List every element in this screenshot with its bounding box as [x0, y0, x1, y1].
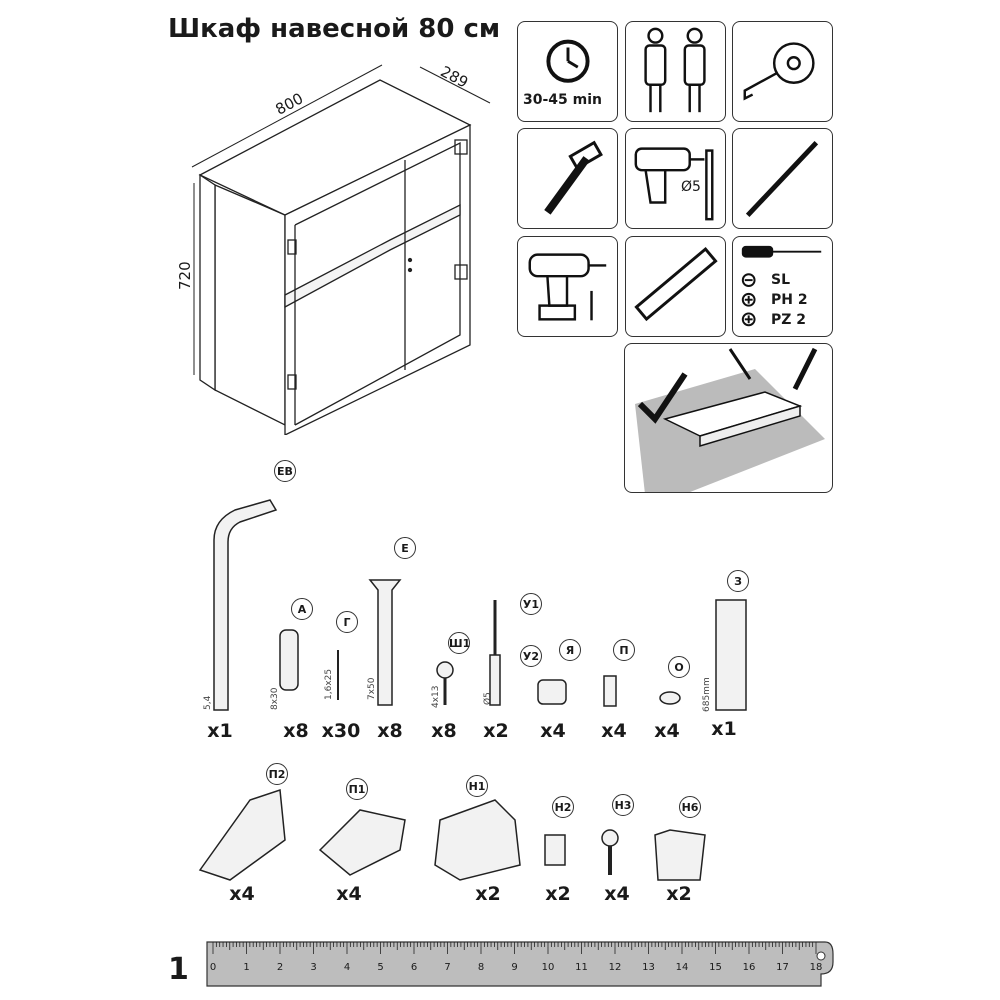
knife-icon	[792, 347, 818, 391]
unpacking-tile	[624, 343, 833, 493]
part-label-a: А	[291, 598, 313, 620]
part-qty-o: x4	[654, 720, 680, 742]
part-size-z: 685mm	[702, 677, 712, 712]
pencil-tile	[732, 128, 833, 229]
hardware-qty-n1: x2	[475, 883, 501, 905]
hardware-label-n2: Н2	[552, 796, 574, 818]
bit-ph2: PH 2	[771, 292, 808, 308]
part-size-sh1: 4x13	[431, 685, 441, 708]
page-number: 1	[168, 952, 189, 987]
ruler-label: 14	[675, 962, 689, 973]
cordless-drill-tile	[517, 236, 618, 337]
part-label-ev: ЕВ	[274, 460, 296, 482]
ruler-label: 10	[541, 962, 555, 973]
cabinet-drawing	[191, 64, 491, 435]
part-label-u1: У1	[520, 593, 542, 615]
hardware-qty-n3: x4	[604, 883, 630, 905]
hardware-label-p1: П1	[346, 778, 368, 800]
hardware-qty-p1: x4	[336, 883, 362, 905]
part-label-e: Е	[394, 537, 416, 559]
bit-sl: SL	[771, 272, 791, 288]
dimension-height: 720	[176, 261, 194, 290]
bit-pz2: PZ 2	[771, 312, 807, 328]
part-label-p: П	[613, 639, 635, 661]
ruler-label: 18	[809, 962, 823, 973]
scissors-icon	[728, 348, 752, 380]
hardware-qty-p2: x4	[229, 883, 255, 905]
hardware-qty-n2: x2	[545, 883, 571, 905]
part-label-sh1: Ш1	[448, 632, 470, 654]
part-qty-u: x2	[483, 720, 509, 742]
ruler-label: 5	[377, 962, 384, 973]
time-tile: 30-45 min	[517, 21, 618, 122]
two-people-tile	[625, 21, 726, 122]
page-title: Шкаф навесной 80 см	[168, 14, 501, 44]
part-size-a: 8x30	[270, 687, 280, 710]
part-qty-e: x8	[377, 720, 403, 742]
checkmark-icon	[637, 372, 688, 424]
ruler-label: 11	[575, 962, 588, 973]
ruler-label: 3	[310, 962, 317, 973]
part-label-o: О	[668, 656, 690, 678]
part-label-ya: Я	[559, 639, 581, 661]
ruler-label: 16	[742, 962, 756, 973]
level-tile	[625, 236, 726, 337]
ruler-label: 9	[511, 962, 518, 973]
part-qty-p: x4	[601, 720, 627, 742]
hammer-tile	[517, 128, 618, 229]
hardware-label-p2: П2	[266, 763, 288, 785]
part-size-u2: Ø5	[483, 692, 493, 705]
ruler-label: 2	[276, 962, 284, 973]
ruler-label: 13	[642, 962, 655, 973]
ruler-label: 12	[608, 962, 622, 973]
part-size-e: 7x50	[367, 677, 377, 700]
ruler-label: 7	[444, 962, 451, 973]
hardware-qty-n6: x2	[666, 883, 692, 905]
part-label-z: З	[727, 570, 749, 592]
ruler-label: 17	[776, 962, 789, 973]
ruler-label: 6	[410, 962, 418, 973]
ruler-label: 1	[243, 962, 250, 973]
ruler-label: 15	[709, 962, 722, 973]
assembly-time: 30-45 min	[523, 92, 603, 108]
hardware-label-n6: Н6	[679, 796, 701, 818]
part-qty-g: x30	[321, 720, 361, 742]
hardware-drawing	[198, 788, 706, 881]
screwdriver-tile: SL PH 2 PZ 2	[732, 236, 833, 337]
part-qty-ya: x4	[540, 720, 566, 742]
hardware-label-n1: Н1	[466, 775, 488, 797]
parts-drawing	[213, 499, 747, 711]
ruler-label: 0	[209, 962, 217, 973]
drill-tile: Ø5	[625, 128, 726, 229]
part-qty-sh1: x8	[431, 720, 457, 742]
part-size-ev: 5,4	[203, 695, 213, 710]
ruler-label: 4	[343, 962, 351, 973]
part-qty-a: x8	[283, 720, 309, 742]
ruler	[206, 941, 834, 987]
hardware-label-n3: Н3	[612, 794, 634, 816]
part-label-g: Г	[336, 611, 358, 633]
part-qty-z: x1	[711, 718, 737, 740]
drill-size: Ø5	[681, 179, 701, 195]
ruler-label: 8	[477, 962, 485, 973]
tape-measure-tile	[732, 21, 833, 122]
part-size-g: 1,6x25	[324, 668, 334, 700]
part-label-u2: У2	[520, 645, 542, 667]
part-qty-ev: x1	[207, 720, 233, 742]
